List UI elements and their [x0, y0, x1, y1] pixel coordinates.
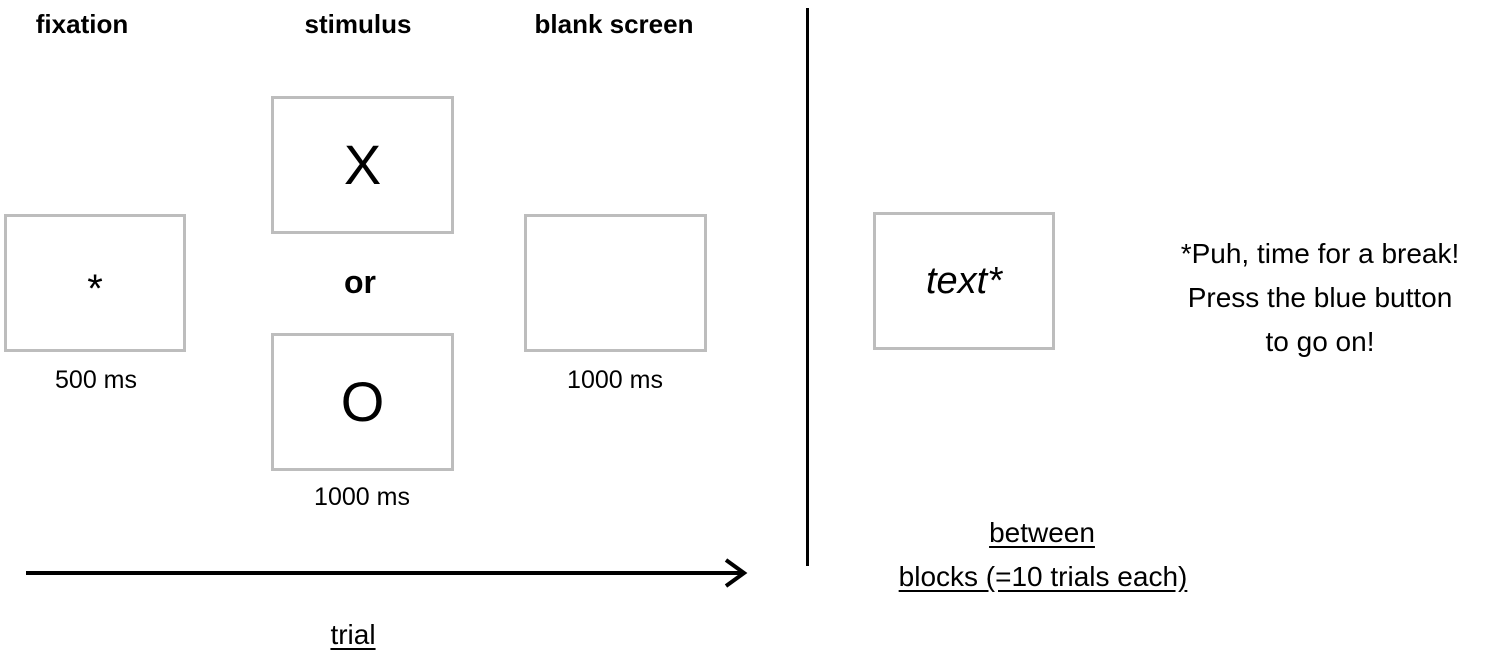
section-divider	[806, 8, 809, 566]
between-label: between	[989, 517, 1095, 548]
break-message-line-3: to go on!	[1265, 326, 1375, 357]
fixation-cross: *	[87, 267, 103, 311]
timeline-arrow	[26, 558, 748, 588]
stimulus-o-letter: O	[340, 370, 385, 433]
stimulus-x-letter: X	[343, 133, 382, 196]
blank-screen-header: blank screen	[534, 9, 694, 39]
blank-screen-duration: 1000 ms	[567, 366, 663, 394]
fixation-screen: *	[4, 214, 186, 352]
stimulus-header: stimulus	[304, 9, 412, 39]
break-message-line-1: *Puh, time for a break!	[1180, 238, 1460, 269]
trial-label: trial	[330, 619, 376, 650]
break-screen-text: text*	[925, 260, 1003, 302]
stimulus-o-screen: O	[271, 333, 454, 471]
stimulus-or-label: or	[344, 264, 376, 300]
stimulus-duration: 1000 ms	[314, 483, 410, 511]
fixation-header: fixation	[35, 9, 129, 39]
blank-screen	[524, 214, 707, 352]
fixation-duration: 500 ms	[55, 366, 137, 394]
stimulus-x-screen: X	[271, 96, 454, 234]
break-screen: text*	[873, 212, 1055, 350]
break-message: *Puh, time for a break! Press the blue b…	[1140, 232, 1500, 364]
break-message-line-2: Press the blue button	[1187, 282, 1453, 313]
blocks-label: blocks (=10 trials each)	[898, 561, 1188, 592]
